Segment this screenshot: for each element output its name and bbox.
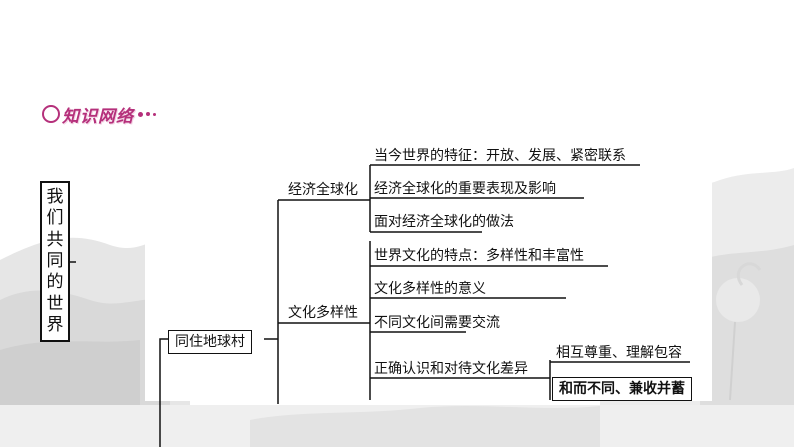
leaf-node: 不同文化间需要交流 [374, 315, 500, 331]
leaf-node: 世界文化的特点：多样性和丰富性 [374, 248, 584, 264]
leaf-node: 经济全球化的重要表现及影响 [374, 181, 556, 197]
level1-node: 同住地球村 [168, 330, 252, 354]
root-node: 我 们 共 同 的 世 界 [40, 181, 70, 342]
root-char: 的 [46, 272, 64, 293]
root-char: 们 [46, 208, 64, 229]
leaf-node: 文化多样性的意义 [374, 281, 486, 297]
leaf-node: 正确认识和对待文化差异 [374, 361, 528, 377]
sub-leaf-node: 相互尊重、理解包容 [556, 345, 682, 361]
root-char: 我 [46, 187, 64, 208]
branch-label-culture: 文化多样性 [288, 305, 358, 321]
leaf-node: 面对经济全球化的做法 [374, 214, 514, 230]
badge-dots-icon [138, 111, 156, 117]
branch-label-economy: 经济全球化 [288, 182, 358, 198]
sub-leaf-node-highlight: 和而不同、兼收并蓄 [552, 377, 692, 401]
badge-circle-icon [42, 105, 60, 123]
section-title-badge: 知识网络 [42, 103, 156, 127]
root-char: 世 [46, 293, 64, 314]
leaf-node: 当今世界的特征：开放、发展、紧密联系 [374, 148, 626, 164]
section-title: 知识网络 [62, 106, 134, 127]
mindmap-panel [145, 148, 712, 401]
root-char: 共 [46, 229, 64, 250]
root-char: 界 [46, 314, 64, 335]
root-char: 同 [46, 250, 64, 271]
